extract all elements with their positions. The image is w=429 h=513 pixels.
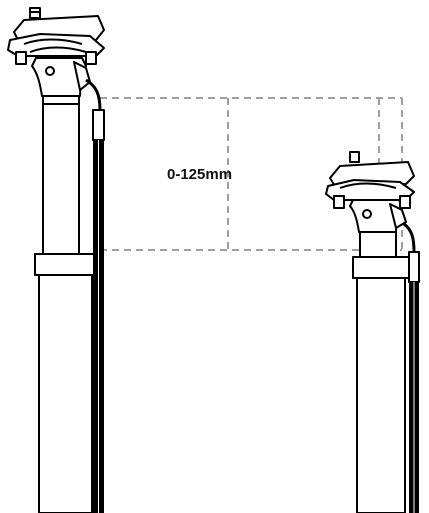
clamp-bolt-icon: [362, 209, 372, 219]
stanchion: [359, 231, 397, 258]
seatpost-compressed: [325, 151, 420, 513]
top-bolt-icon: [349, 151, 360, 163]
remote-cable: [403, 222, 420, 513]
outer-tube: [38, 274, 93, 513]
stanchion: [42, 95, 80, 255]
saddle-clamp: [325, 151, 415, 209]
seal-collar: [34, 253, 97, 276]
outer-tube: [356, 277, 406, 513]
seal-collar: [352, 256, 410, 279]
travel-range-label: 0-125mm: [167, 166, 232, 183]
saddle-clamp: [7, 7, 105, 65]
seatpost-extended: [7, 7, 105, 513]
clamp-bolt-icon: [45, 66, 55, 76]
remote-cable: [85, 78, 105, 513]
